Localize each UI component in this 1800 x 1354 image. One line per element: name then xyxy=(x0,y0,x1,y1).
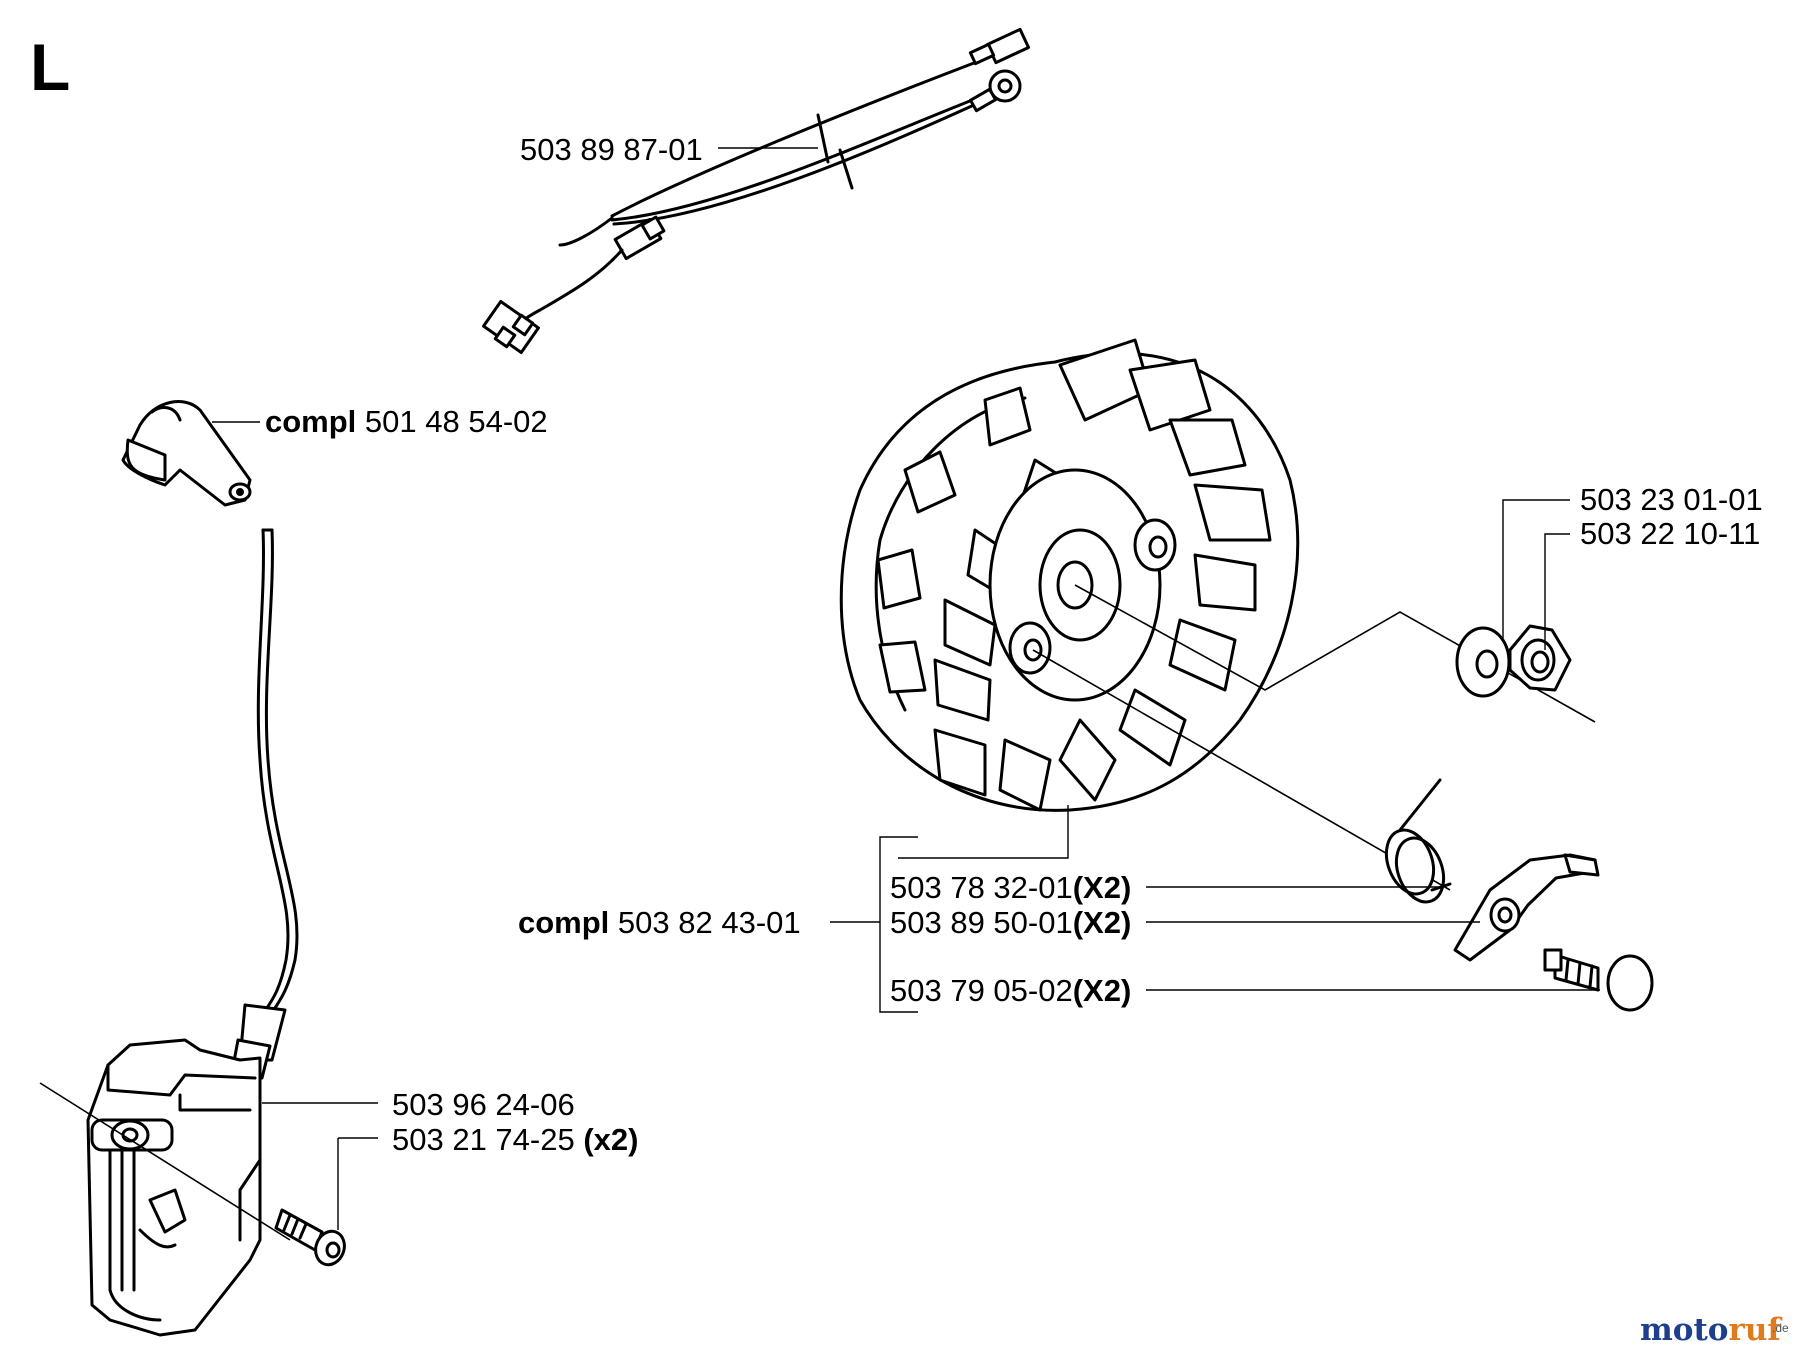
label-mounting-screw-qty: (x2) xyxy=(583,1122,638,1157)
starter-pawl xyxy=(1453,853,1600,962)
svg-text:motoruf: motoruf xyxy=(1640,1312,1782,1348)
label-pawl-spring-qty: (X2) xyxy=(1073,870,1132,905)
washer xyxy=(1455,626,1511,698)
wire-harness xyxy=(482,27,1031,354)
inline-connector xyxy=(613,215,666,261)
pawl-pin xyxy=(1543,948,1654,1012)
label-pawl-spring-number: 503 78 32-01 xyxy=(890,870,1073,905)
ignition-lead xyxy=(256,528,299,1010)
label-flywheel-number: 503 82 43-01 xyxy=(618,905,801,940)
spade-terminal xyxy=(968,27,1031,66)
label-spark-plug-cap: compl 501 48 54-02 xyxy=(265,404,548,439)
label-washer: 503 23 01-01 xyxy=(1580,482,1763,517)
label-ignition-module: 503 96 24-06 xyxy=(392,1087,575,1122)
label-spark-plug-cap-number: 501 48 54-02 xyxy=(365,404,548,439)
label-flywheel: compl 503 82 43-01 xyxy=(518,905,801,940)
label-pawl-spring: 503 78 32-01(X2) xyxy=(890,870,1131,905)
watermark-tld: .de xyxy=(1772,1321,1789,1335)
pawl-spring xyxy=(1384,778,1452,904)
ring-terminal xyxy=(968,69,1022,113)
section-letter: L xyxy=(30,30,70,104)
label-mounting-screw-number: 503 21 74-25 xyxy=(392,1122,575,1157)
label-wire-harness: 503 89 87-01 xyxy=(520,132,703,167)
module-axis xyxy=(39,1082,291,1241)
plug-connector xyxy=(482,300,540,354)
label-starter-pawl: 503 89 50-01(X2) xyxy=(890,905,1131,940)
label-starter-pawl-qty: (X2) xyxy=(1073,905,1132,940)
label-mounting-screw: 503 21 74-25 (x2) xyxy=(392,1122,638,1157)
pawl-axis xyxy=(1032,649,1451,891)
spark-plug-cap xyxy=(121,400,260,507)
watermark-brand-part1: moto xyxy=(1640,1312,1728,1348)
label-pawl-pin-qty: (X2) xyxy=(1073,973,1132,1008)
label-pawl-pin: 503 79 05-02(X2) xyxy=(890,973,1131,1008)
label-pawl-pin-number: 503 79 05-02 xyxy=(890,973,1073,1008)
label-hex-nut: 503 22 10-11 xyxy=(1580,516,1760,551)
ignition-module xyxy=(86,1003,287,1337)
hex-nut xyxy=(1508,624,1572,692)
watermark-brand-part2: ruf xyxy=(1728,1312,1782,1348)
label-flywheel-prefix: compl xyxy=(518,905,609,940)
flywheel xyxy=(839,338,1300,812)
mounting-screw xyxy=(274,1208,346,1267)
label-spark-plug-cap-prefix: compl xyxy=(265,404,356,439)
label-starter-pawl-number: 503 89 50-01 xyxy=(890,905,1073,940)
watermark-logo: motoruf .de xyxy=(1640,1312,1789,1348)
